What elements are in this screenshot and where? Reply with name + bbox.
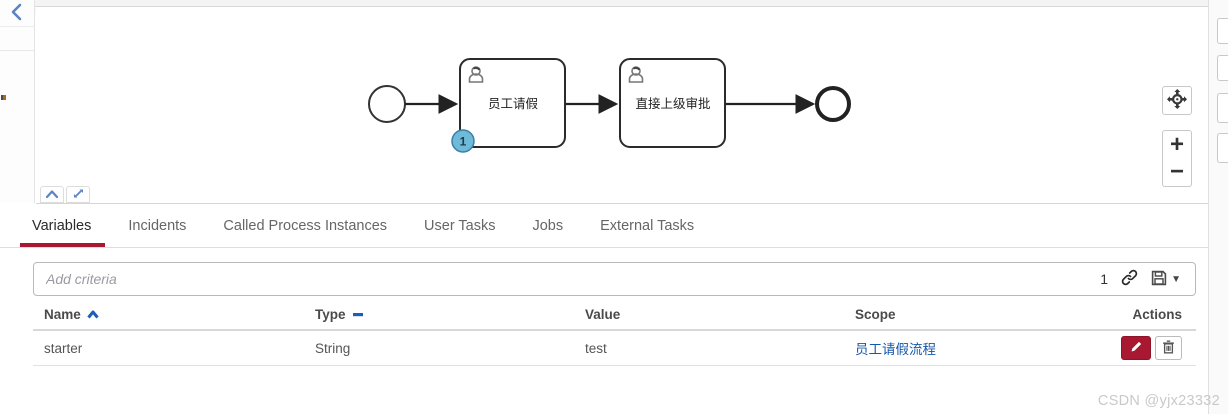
save-search-button[interactable]: ▼ <box>1151 270 1181 289</box>
right-rail <box>1208 0 1228 414</box>
result-count: 1 <box>1100 271 1109 287</box>
copy-link-button[interactable] <box>1121 269 1138 289</box>
tab-incidents[interactable]: Incidents <box>128 218 187 234</box>
chevron-left-icon <box>9 3 25 24</box>
user-task-1 <box>459 58 566 148</box>
bpmn-diagram[interactable]: 员工请假 直接上级审批 1 <box>36 8 1136 204</box>
variable-value: test <box>585 340 607 356</box>
instance-count: 1 <box>460 135 467 149</box>
variable-type: String <box>315 340 351 356</box>
tab-called-process-instances[interactable]: Called Process Instances <box>223 218 388 234</box>
rail-divider <box>0 50 35 51</box>
rail-divider <box>0 26 35 27</box>
variables-table: Name Type Value Scope Actions starter <box>33 300 1196 366</box>
right-panel-button[interactable] <box>1217 18 1228 44</box>
trash-icon <box>1162 340 1175 357</box>
tab-external-tasks[interactable]: External Tasks <box>600 218 695 234</box>
search-criteria-bar: 1 <box>33 262 1196 296</box>
zoom-in-button[interactable]: + <box>1162 130 1192 159</box>
variable-name: starter <box>44 340 83 356</box>
criteria-toolbar: 1 <box>1100 269 1195 289</box>
save-icon <box>1151 270 1167 289</box>
collapse-panel-button[interactable] <box>40 186 64 203</box>
header-name[interactable]: Name <box>33 307 304 322</box>
instance-count-badge <box>451 129 475 153</box>
expand-diagonal-icon <box>72 187 85 203</box>
edit-variable-button[interactable] <box>1121 336 1151 360</box>
header-name-label: Name <box>44 307 81 322</box>
plus-icon: + <box>1169 130 1184 158</box>
delete-variable-button[interactable] <box>1155 336 1182 360</box>
maximize-diagram-button[interactable] <box>66 186 90 203</box>
tab-variables[interactable]: Variables <box>19 206 106 247</box>
sort-asc-icon[interactable] <box>87 307 99 322</box>
right-panel-button[interactable] <box>1217 93 1228 123</box>
top-header-edge <box>35 0 1208 7</box>
header-scope-label: Scope <box>855 307 896 322</box>
right-panel-button[interactable] <box>1217 55 1228 81</box>
back-button[interactable] <box>4 2 30 24</box>
detail-tabs: Variables Incidents Called Process Insta… <box>0 204 1208 248</box>
header-actions-label: Actions <box>1132 307 1182 322</box>
chevron-up-icon <box>45 187 59 202</box>
crosshair-icon <box>1167 89 1187 112</box>
pencil-icon <box>1130 340 1143 356</box>
add-criteria-input[interactable] <box>34 263 1101 295</box>
end-event <box>815 86 851 122</box>
tab-user-tasks[interactable]: User Tasks <box>424 218 496 234</box>
user-icon <box>468 66 484 83</box>
left-rail <box>0 0 35 203</box>
edge-artifact-dot <box>1 95 6 100</box>
variable-scope: 员工请假流程 <box>844 338 1114 358</box>
scope-link[interactable]: 员工请假流程 <box>855 342 936 357</box>
start-event <box>368 85 406 123</box>
header-type[interactable]: Type <box>304 307 574 322</box>
row-actions <box>1114 336 1196 360</box>
variables-panel: 1 <box>0 249 1208 414</box>
task-label: 员工请假 <box>488 97 539 111</box>
header-type-label: Type <box>315 307 346 322</box>
header-scope: Scope <box>844 307 1114 322</box>
tab-jobs[interactable]: Jobs <box>532 218 564 234</box>
bpmn-diagram-panel: 员工请假 直接上级审批 1 <box>36 8 1208 204</box>
center-diagram-button[interactable] <box>1162 86 1192 115</box>
header-value: Value <box>574 307 844 322</box>
caret-down-icon: ▼ <box>1171 273 1181 285</box>
user-task-2 <box>619 58 726 148</box>
table-header-row: Name Type Value Scope Actions <box>33 300 1196 331</box>
variable-row: starter String test 员工请假流程 <box>33 331 1196 366</box>
header-actions: Actions <box>1114 307 1196 322</box>
link-icon <box>1121 269 1138 289</box>
csdn-watermark: CSDN @yjx23332 <box>1097 393 1220 409</box>
sort-none-icon[interactable] <box>352 307 364 322</box>
header-value-label: Value <box>585 307 621 322</box>
right-panel-button[interactable] <box>1217 133 1228 163</box>
task-label: 直接上级审批 <box>635 96 710 111</box>
user-icon <box>628 66 644 83</box>
minus-icon: − <box>1169 158 1184 185</box>
zoom-out-button[interactable]: − <box>1162 158 1192 187</box>
